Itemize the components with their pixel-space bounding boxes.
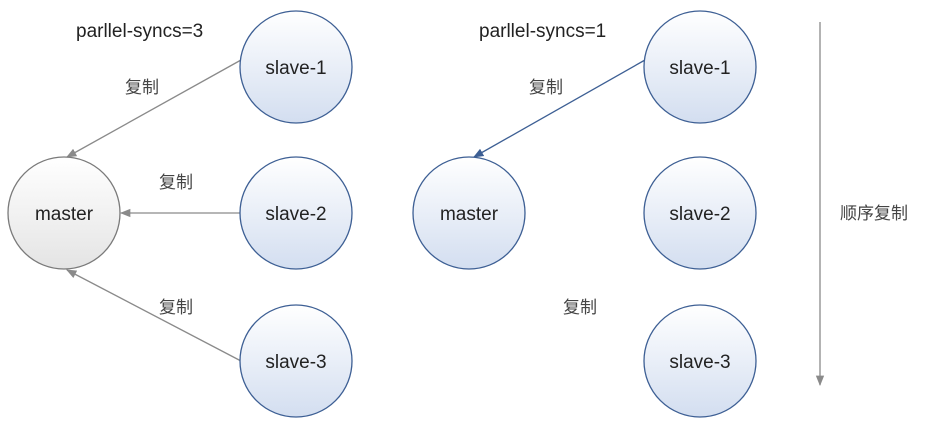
right-slave1-node: slave-1 [643,10,757,124]
left-edge-label-3: 复制 [159,298,193,318]
left-edge-label-2: 复制 [159,173,193,193]
left-slave1-label: slave-1 [265,58,326,79]
right-slave2-label: slave-2 [669,204,730,225]
left-edge-slave3-master [66,269,242,362]
left-edge-label-1: 复制 [125,78,159,98]
left-edge-slave1-master [66,59,242,158]
right-edge-label-bottom: 复制 [563,298,597,318]
left-slave2-node: slave-2 [239,156,353,270]
right-master-node: master [412,156,526,270]
left-slave1-node: slave-1 [239,10,353,124]
left-caption: parllel-syncs=3 [76,21,203,42]
right-edge-slave1-master [473,59,646,158]
right-slave1-label: slave-1 [669,58,730,79]
right-caption: parllel-syncs=1 [479,21,606,42]
left-slave3-node: slave-3 [239,304,353,418]
right-slave3-label: slave-3 [669,352,730,373]
left-slave3-label: slave-3 [265,352,326,373]
left-slave2-label: slave-2 [265,204,326,225]
right-edge-label-top: 复制 [529,78,563,98]
left-master-node: master [7,156,121,270]
left-master-label: master [35,204,94,225]
order-label: 顺序复制 [840,204,908,224]
right-slave3-node: slave-3 [643,304,757,418]
right-master-label: master [440,204,499,225]
right-slave2-node: slave-2 [643,156,757,270]
